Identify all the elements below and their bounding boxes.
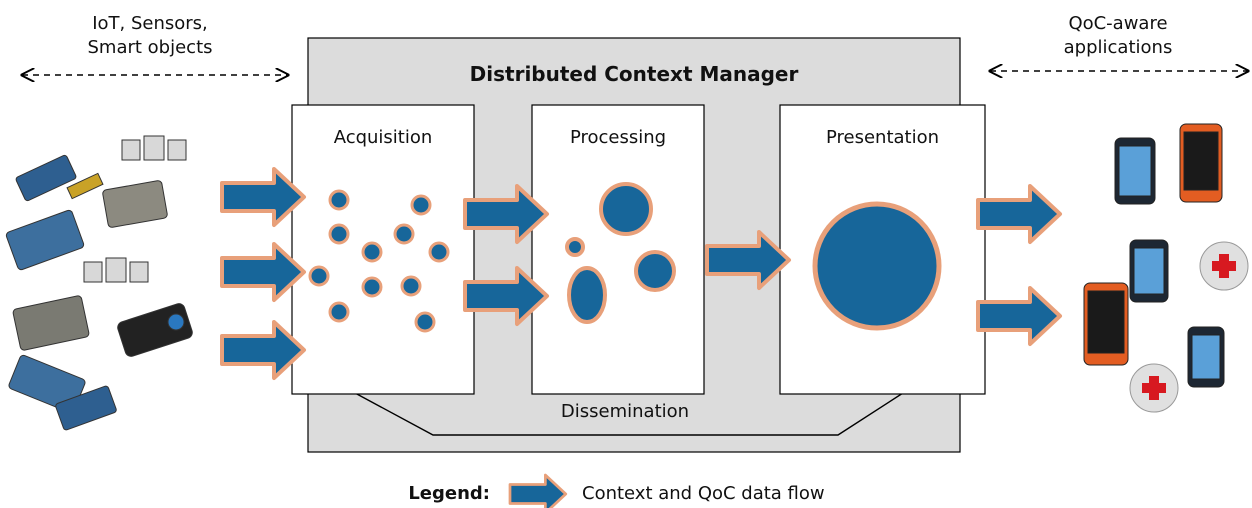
qoc-label-line1: QoC-aware [1068, 13, 1168, 34]
legend-arrow-icon [508, 473, 568, 508]
output-flow-arrow [976, 184, 1062, 244]
stage-processing-label: Processing [569, 127, 667, 148]
iot-label-line1: IoT, Sensors, [92, 13, 208, 34]
presentation-context-circle [812, 201, 942, 331]
dissemination-label: Dissemination [560, 401, 690, 422]
stage-presentation-label: Presentation [825, 127, 940, 148]
processing-context-shapes [565, 182, 676, 324]
output-flow-arrow [976, 286, 1062, 346]
acquisition-context-dots [308, 189, 450, 333]
stage-acquisition-label: Acquisition [333, 127, 433, 148]
processing-box [531, 104, 705, 395]
legend-item-label: Context and QoC data flow [582, 483, 825, 504]
dissemination-path [354, 392, 904, 436]
legend-title: Legend: [408, 483, 490, 504]
iot-label-line2: Smart objects [87, 37, 213, 58]
sensor-devices [5, 135, 193, 431]
application-devices [1083, 123, 1249, 413]
qoc-apps-label: QoC-aware applications [1038, 12, 1198, 60]
iot-sensors-label: IoT, Sensors, Smart objects [70, 12, 230, 60]
manager-title: Distributed Context Manager [469, 62, 799, 86]
qoc-label-line2: applications [1063, 37, 1173, 58]
